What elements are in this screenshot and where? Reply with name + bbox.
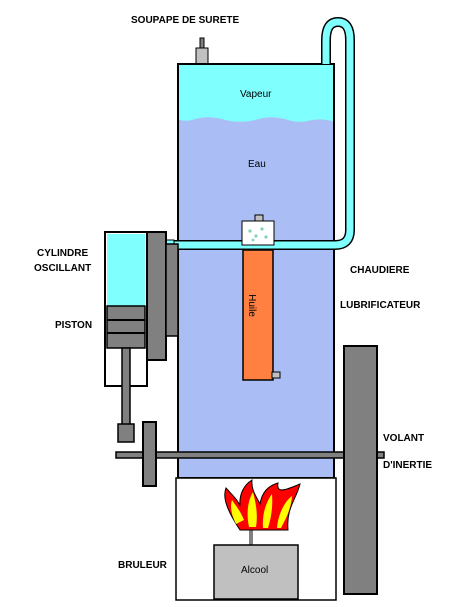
piston <box>106 305 146 443</box>
safety-valve <box>195 37 209 67</box>
crank <box>117 423 135 443</box>
boiler-steam <box>178 64 334 122</box>
alcohol-tank <box>213 544 299 600</box>
label-burner: BRULEUR <box>118 560 167 571</box>
label-water: Eau <box>248 159 266 170</box>
oil-tank <box>242 249 274 381</box>
crankshaft <box>115 421 385 487</box>
label-cylinder-line2: OSCILLANT <box>34 263 92 274</box>
label-flywheel-line2: D'INERTIE <box>383 460 433 471</box>
piston-rod <box>121 347 131 427</box>
label-lubricator: LUBRIFICATEUR <box>340 300 421 311</box>
label-flywheel-line1: VOLANT <box>383 433 425 444</box>
label-alcohol: Alcool <box>241 565 269 576</box>
label-cylinder-line1: CYLINDRE <box>37 248 89 259</box>
label-boiler: CHAUDIERE <box>350 265 410 276</box>
label-safety-valve: SOUPAPE DE SURETE <box>131 15 240 26</box>
label-piston: PISTON <box>55 320 93 331</box>
flywheel <box>343 345 378 595</box>
label-oil: Huile <box>245 294 257 317</box>
flame-icon <box>224 479 301 531</box>
label-steam: Vapeur <box>240 89 272 100</box>
lubricator <box>241 214 281 381</box>
